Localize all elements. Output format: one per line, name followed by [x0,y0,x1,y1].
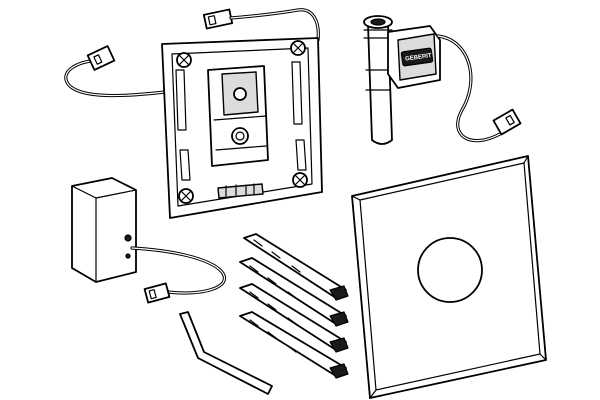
frame-screw-bottom-right [292,172,308,188]
power-supply-box [71,177,226,304]
fixing-bolt-2 [239,257,349,327]
frame-screw-top-right [290,40,306,56]
valve-plug [492,108,522,136]
hex-key [179,311,273,395]
mounting-frame [64,8,323,219]
fixing-bolts [239,233,349,379]
sensor-window [417,237,483,303]
cover-plate [351,155,547,399]
solenoid-valve-unit: GEBERIT [363,15,522,145]
power-plug [143,282,171,304]
fixing-bolt-1 [243,233,349,301]
brand-logo: GEBERIT [405,53,433,63]
frame-screw-top-left [176,52,192,68]
frame-top-cable [202,8,320,42]
brand-logo-plate [400,47,434,67]
frame-left-cable [64,45,167,98]
fixing-bolt-4 [239,311,349,379]
frame-screw-bottom-left [178,188,194,204]
fixing-bolt-3 [239,283,349,353]
